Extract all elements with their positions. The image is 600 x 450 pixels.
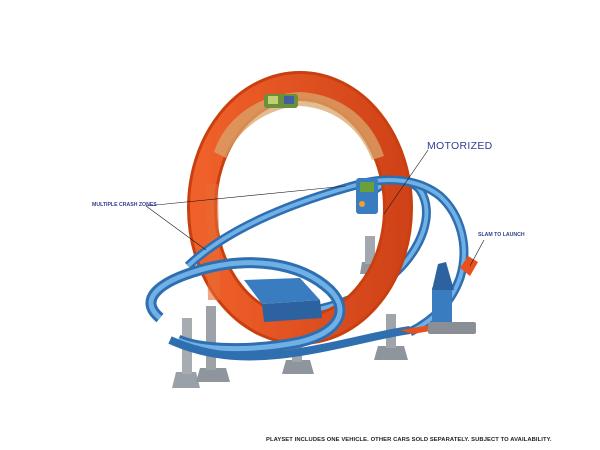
disclaimer-text: PLAYSET INCLUDES ONE VEHICLE. OTHER CARS… [266,437,552,443]
callout-lines [145,149,485,267]
center-ramp [244,278,322,322]
blue-track-front [145,175,469,361]
motorized-booster [356,178,378,214]
motorized-callout: MOTORIZED [427,140,493,152]
launcher [400,256,478,334]
slam-to-launch-callout: SLAM TO LAUNCH [478,232,525,238]
crash-zones-callout: MULTIPLE CRASH ZONES [92,202,157,208]
